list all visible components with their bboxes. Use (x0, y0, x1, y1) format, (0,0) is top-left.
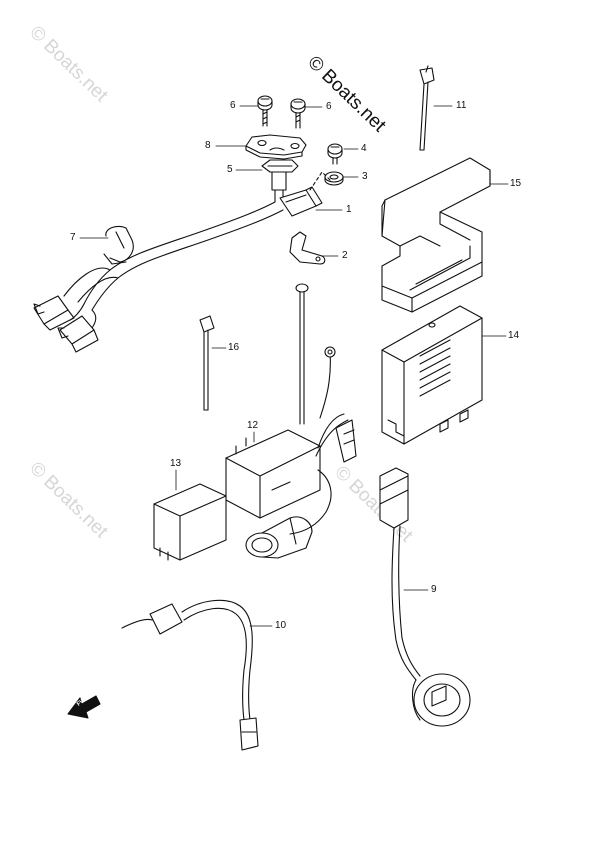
callout-9: 9 (431, 584, 437, 595)
screw-part-4 (327, 143, 343, 165)
cable-tie-part-11 (419, 65, 435, 151)
callout-1: 1 (346, 204, 352, 215)
callout-6b: 6 (326, 101, 332, 112)
fwd-arrow (67, 695, 101, 719)
bracket-part-8 (245, 134, 307, 160)
clip-part-7 (103, 225, 134, 265)
sensor-part-5 (261, 159, 299, 203)
cable-tie-part-16 (199, 315, 215, 411)
harness-part-10 (121, 599, 259, 751)
harness-part-1 (33, 186, 323, 353)
callout-2: 2 (342, 250, 348, 261)
callout-8: 8 (205, 140, 211, 151)
ecu-part-14 (381, 305, 483, 445)
callout-3: 3 (362, 171, 368, 182)
callout-10: 10 (275, 620, 287, 631)
callout-11: 11 (456, 100, 467, 111)
cover-part-15 (381, 157, 491, 313)
harness-part-9 (379, 467, 471, 727)
callout-13: 13 (170, 458, 182, 469)
screw-part-6b (290, 98, 306, 129)
callout-6a: 6 (230, 100, 236, 111)
callout-4: 4 (361, 143, 367, 154)
fuse-holder (245, 516, 313, 559)
callout-12: 12 (247, 420, 259, 431)
relay-part-13 (153, 483, 227, 561)
leader-lines (79, 105, 509, 627)
callout-7: 7 (70, 232, 76, 243)
screw-part-6a (257, 95, 273, 127)
washer-part-3 (324, 171, 344, 186)
callout-16: 16 (228, 342, 240, 353)
callout-5: 5 (227, 164, 233, 175)
callout-15: 15 (510, 178, 522, 189)
clamp-part-2 (289, 231, 326, 265)
callout-14: 14 (508, 330, 520, 341)
relay-part-12 (225, 283, 357, 535)
